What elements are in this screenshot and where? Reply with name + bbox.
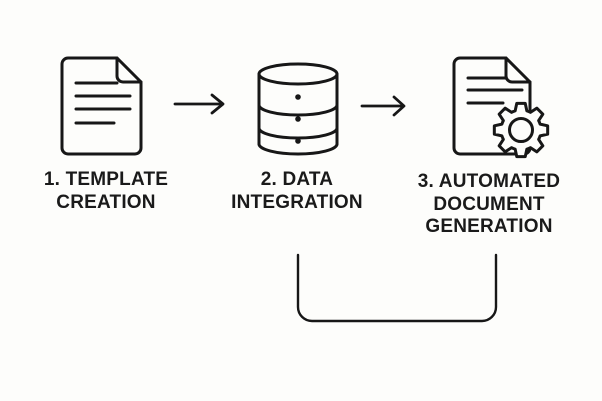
document-gear-icon (452, 56, 550, 159)
step-3-label: 3. AUTOMATED DOCUMENT GENERATION (417, 171, 561, 237)
arrow-right-icon (173, 93, 225, 115)
document-icon (60, 56, 143, 156)
step-1-label: 1. TEMPLATE CREATION (43, 169, 169, 213)
database-icon (257, 62, 339, 156)
arrow-right-icon (360, 95, 406, 117)
feedback-loop-connector-line (296, 253, 498, 323)
step-2-label: 2. DATA INTEGRATION (231, 169, 363, 213)
gear-icon (492, 101, 550, 159)
